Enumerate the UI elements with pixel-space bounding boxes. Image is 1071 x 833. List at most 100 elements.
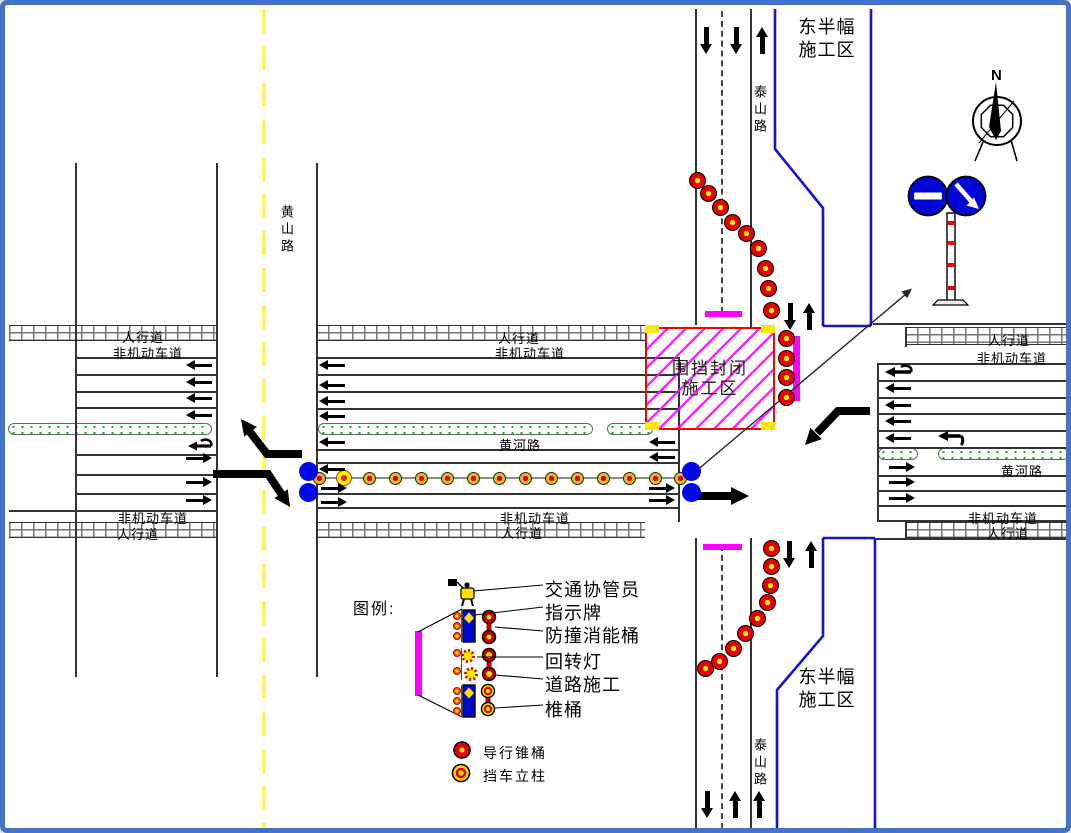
guide-cone-icon xyxy=(724,639,742,657)
east-half-zone-label-bottom: 东半幅 施工区 xyxy=(798,667,856,710)
legend-road-work-icon xyxy=(481,647,497,682)
keep-right-sign-icon xyxy=(945,175,987,217)
lane-arrow-down xyxy=(701,791,713,818)
median-east-2 xyxy=(938,448,1066,460)
median-west xyxy=(8,423,212,435)
closed-zone-label-line2: 施工区 xyxy=(681,378,739,398)
closed-zone-label-line1: 围挡封闭 xyxy=(672,358,748,378)
zone-corner xyxy=(761,422,775,430)
guide-cone-icon xyxy=(762,539,780,557)
nonmotor-label-mid-top: 非机动车道 xyxy=(495,346,566,361)
huanghe-road-label-mid: 黄河路 xyxy=(499,438,542,453)
legend-cone-barrel-icon xyxy=(480,683,496,717)
lane-arrow-left xyxy=(885,400,911,410)
taishan-road-label-south: 泰山路 xyxy=(752,738,767,789)
uturn-arrow-east xyxy=(938,431,965,447)
lane-arrow-up xyxy=(753,791,765,818)
lane-arrow-right xyxy=(186,453,212,463)
guide-cone-icon xyxy=(761,576,779,594)
legend-stop-post-icon xyxy=(451,763,471,783)
lane-arrow-left xyxy=(885,416,911,426)
lane-arrow-left xyxy=(186,377,212,387)
lane-arrow-left xyxy=(319,396,345,406)
blue-post-icon xyxy=(298,461,318,481)
mini-cone-icon xyxy=(453,697,461,705)
lane-arrow-right xyxy=(186,495,212,505)
lane-arrow-right xyxy=(649,495,675,505)
stop-post-icon xyxy=(414,471,428,485)
stop-post-icon xyxy=(518,471,532,485)
lane-arrow-left xyxy=(319,437,345,447)
guide-cone-icon xyxy=(777,388,795,406)
legend-item-coordinator: 交通协管员 xyxy=(545,580,640,600)
stop-post-icon xyxy=(596,471,610,485)
lane-arrow-left xyxy=(319,380,345,390)
diversion-arrow-southwest xyxy=(814,407,870,436)
stop-post-icon xyxy=(388,471,402,485)
guide-cone-icon xyxy=(699,184,717,202)
sidewalk-label-east-top: 人行道 xyxy=(988,333,1031,348)
sidewalk-label-east-bottom: 人行道 xyxy=(987,526,1030,541)
sidewalk-band-east-top xyxy=(905,327,1066,345)
legend-stop-post-label: 挡车立柱 xyxy=(483,768,547,784)
center-line-huangshan xyxy=(262,9,266,828)
stop-post-icon xyxy=(492,471,506,485)
sidewalk-label-mid-top: 人行道 xyxy=(498,331,541,346)
stop-bar-north xyxy=(705,311,742,317)
stop-post-icon xyxy=(362,471,376,485)
nonmotor-label-west-top: 非机动车道 xyxy=(113,346,184,361)
guide-cone-icon xyxy=(758,593,776,611)
mini-cone-icon xyxy=(453,622,461,630)
lane-arrow-right xyxy=(321,497,347,507)
merge-arrow-west xyxy=(188,438,213,451)
mini-cone-icon xyxy=(453,649,461,657)
blue-post-icon xyxy=(681,482,701,502)
legend-coordinator-icon xyxy=(448,579,475,607)
lane-arrow-left xyxy=(186,410,212,420)
zone-corner xyxy=(645,422,659,430)
legend-rotating-light-icon xyxy=(461,649,478,681)
through-arrow-east xyxy=(693,487,749,505)
nonmotor-label-mid-bottom: 非机动车道 xyxy=(500,511,571,526)
lane-arrow-left xyxy=(186,393,212,403)
lane-arrow-down xyxy=(700,27,712,54)
mini-cone-icon xyxy=(453,687,461,695)
stop-post-icon xyxy=(648,471,662,485)
lane-arrow-left xyxy=(186,360,212,370)
legend-sign-board-icon xyxy=(462,609,476,643)
stop-post-icon xyxy=(466,471,480,485)
guide-cone-icon xyxy=(756,259,774,277)
legend-item-rotating-light: 回转灯 xyxy=(545,652,602,672)
diversion-arrow-southeast-head xyxy=(274,489,290,507)
median-mid-1 xyxy=(318,423,593,435)
lane-arrow-left xyxy=(319,360,345,370)
sidewalk-band-mid-bottom xyxy=(316,522,645,538)
guide-cone-icon xyxy=(759,279,777,297)
lane-arrow-right xyxy=(889,493,915,503)
legend-leader-lines xyxy=(472,584,544,709)
guide-cone-icon xyxy=(748,609,766,627)
lane-arrow-left xyxy=(649,452,675,462)
nonmotor-label-east-bottom: 非机动车道 xyxy=(968,511,1039,526)
sidewalk-label-west-top: 人行道 xyxy=(122,330,165,345)
legend-item-sign-board: 指示牌 xyxy=(545,603,602,623)
mini-cone-icon xyxy=(453,612,461,620)
legend-item-road-work: 道路施工 xyxy=(545,675,621,695)
compass-north-label: N xyxy=(991,67,1002,84)
guide-cone-icon xyxy=(711,198,729,216)
sidewalk-label-mid-bottom: 人行道 xyxy=(501,526,544,541)
closed-construction-zone: 围挡封闭 施工区 xyxy=(645,327,775,430)
huanghe-road-label-east: 黄河路 xyxy=(1001,464,1044,479)
guide-cone-icon xyxy=(749,239,767,257)
vector-overlay xyxy=(188,9,1022,828)
taishan-road-label-north: 泰山路 xyxy=(752,85,767,136)
guide-cone-icon xyxy=(762,301,780,319)
lane-arrow-right xyxy=(186,477,212,487)
nonmotor-label-east-top: 非机动车道 xyxy=(977,351,1048,366)
no-entry-sign-icon xyxy=(907,175,949,217)
merge-arrow-east xyxy=(885,364,913,377)
legend-item-cone-barrel: 椎桶 xyxy=(545,700,583,720)
diversion-arrow-northwest-head xyxy=(241,419,257,437)
sidewalk-band-west-top xyxy=(9,325,216,341)
